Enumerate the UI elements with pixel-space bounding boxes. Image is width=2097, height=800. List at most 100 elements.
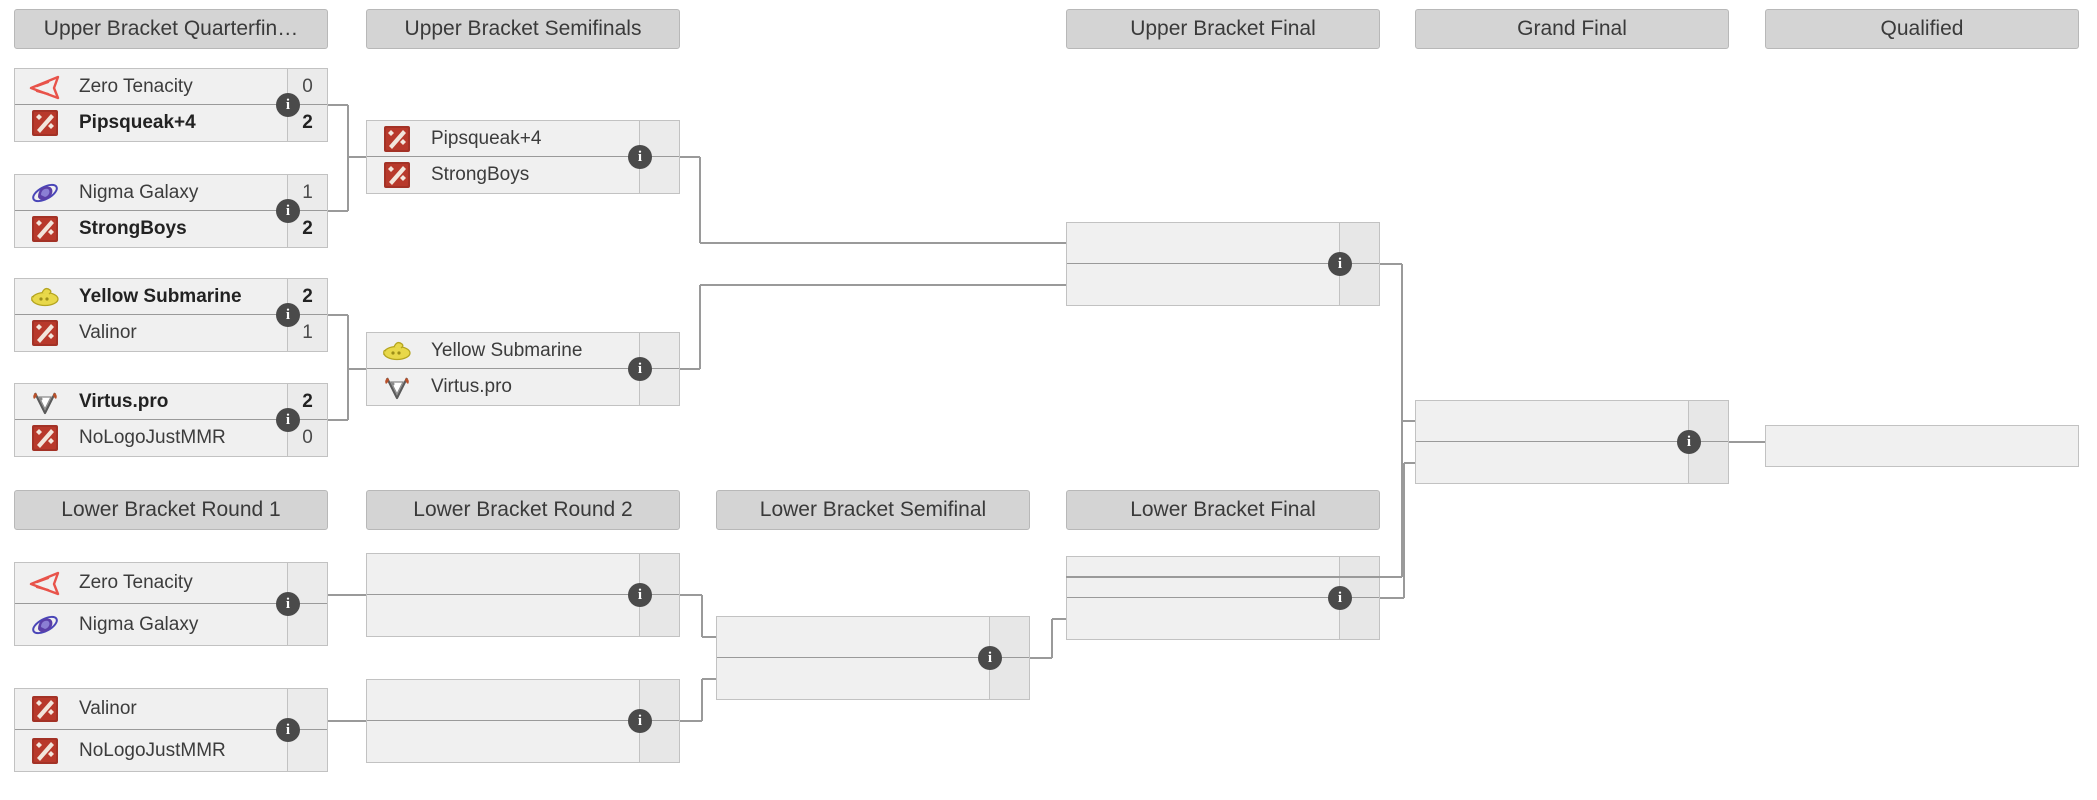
dota-default-logo [25,692,65,726]
team-score [639,680,679,720]
bracket-connector [680,594,702,596]
match-row-top[interactable]: Zero Tenacity [15,563,327,604]
match-info-icon[interactable]: i [1677,430,1701,454]
team-name: Virtus.pro [79,390,169,412]
match-info-icon[interactable]: i [276,93,300,117]
match-info-icon[interactable]: i [1328,252,1352,276]
match-gf[interactable] [1415,400,1729,484]
match-info-icon[interactable]: i [276,408,300,432]
team-name: Zero Tenacity [79,75,193,97]
dota-default-logo [377,158,417,192]
bracket-connector [1403,463,1405,598]
team-name: Yellow Submarine [431,339,583,361]
round-header-ub-sf[interactable]: Upper Bracket Semifinals [366,9,680,49]
match-info-icon[interactable]: i [276,718,300,742]
bracket-connector [1051,619,1053,658]
bracket-connector [348,368,366,370]
team-logo-placeholder [1077,602,1117,636]
team-name: Yellow Submarine [79,285,242,307]
team-name: StrongBoys [431,164,530,185]
round-header-lb-r1[interactable]: Lower Bracket Round 1 [14,490,328,530]
match-lbsf[interactable] [716,616,1030,700]
team-logo-placeholder [1426,446,1466,480]
match-lbr2b[interactable] [366,679,680,763]
match-info-icon[interactable]: i [978,646,1002,670]
bracket-connector [1052,618,1066,620]
team-name: Valinor [79,698,137,719]
bracket-connector [1401,264,1403,577]
match-info-icon[interactable]: i [628,709,652,733]
match-info-icon[interactable]: i [1328,586,1352,610]
virtus-pro-logo [25,385,65,419]
team-logo-placeholder [377,599,417,633]
round-header-lb-r2[interactable]: Lower Bracket Round 2 [366,490,680,530]
round-header-qual[interactable]: Qualified [1765,9,2079,49]
team-logo-placeholder [727,620,767,654]
bracket-connector [701,679,703,721]
match-info-icon[interactable]: i [628,357,652,381]
team-name: Nigma Galaxy [79,613,199,635]
yellow-submarine-logo [25,280,65,314]
bracket-connector [328,314,348,316]
team-name: Pipsqueak+4 [79,112,196,133]
team-logo-placeholder [377,725,417,759]
match-ubf[interactable] [1066,222,1380,306]
bracket-connector [700,284,1066,286]
dota-default-logo [25,734,65,768]
round-header-ub-f[interactable]: Upper Bracket Final [1066,9,1380,49]
bracket-connector [1030,657,1052,659]
bracket-connector [699,285,701,369]
bracket-connector [1066,576,1402,578]
bracket-connector [680,368,700,370]
team-logo-placeholder [1077,226,1117,260]
team-name: Pipsqueak+4 [431,127,542,149]
match-lbf[interactable] [1066,556,1380,640]
team-logo-placeholder [1077,268,1117,302]
dota-default-logo [377,122,417,156]
dota-default-logo [25,212,65,246]
team-logo-placeholder [377,683,417,717]
round-header-ub-qf[interactable]: Upper Bracket Quarterfin… [14,9,328,49]
match-info-icon[interactable]: i [276,592,300,616]
team-name: NoLogoJustMMR [79,427,226,448]
bracket-connector [347,105,349,211]
bracket-connector [702,678,716,680]
match-info-icon[interactable]: i [628,583,652,607]
team-logo-placeholder [727,662,767,696]
bracket-connector [328,210,348,212]
zero-tenacity-logo [25,566,65,600]
qualified-team [1766,426,2078,466]
qualified-slot[interactable] [1765,425,2079,467]
round-header-gf[interactable]: Grand Final [1415,9,1729,49]
bracket-connector [701,595,703,637]
team-name: StrongBoys [79,218,187,239]
match-row-top[interactable]: Yellow Submarine [367,333,679,369]
round-header-lb-sf[interactable]: Lower Bracket Semifinal [716,490,1030,530]
bracket-connector [328,720,366,722]
match-row-top[interactable] [367,680,679,721]
match-lbr2a[interactable] [366,553,680,637]
match-info-icon[interactable]: i [276,303,300,327]
team-logo-placeholder [1426,404,1466,438]
nigma-galaxy-logo [25,176,65,210]
team-name: Nigma Galaxy [79,181,199,203]
nigma-galaxy-logo [25,608,65,642]
dota-default-logo [25,106,65,140]
round-header-lb-f[interactable]: Lower Bracket Final [1066,490,1380,530]
match-info-icon[interactable]: i [276,199,300,223]
bracket-connector [347,315,349,420]
bracket-connector [328,104,348,106]
match-info-icon[interactable]: i [628,145,652,169]
bracket-connector [328,594,366,596]
